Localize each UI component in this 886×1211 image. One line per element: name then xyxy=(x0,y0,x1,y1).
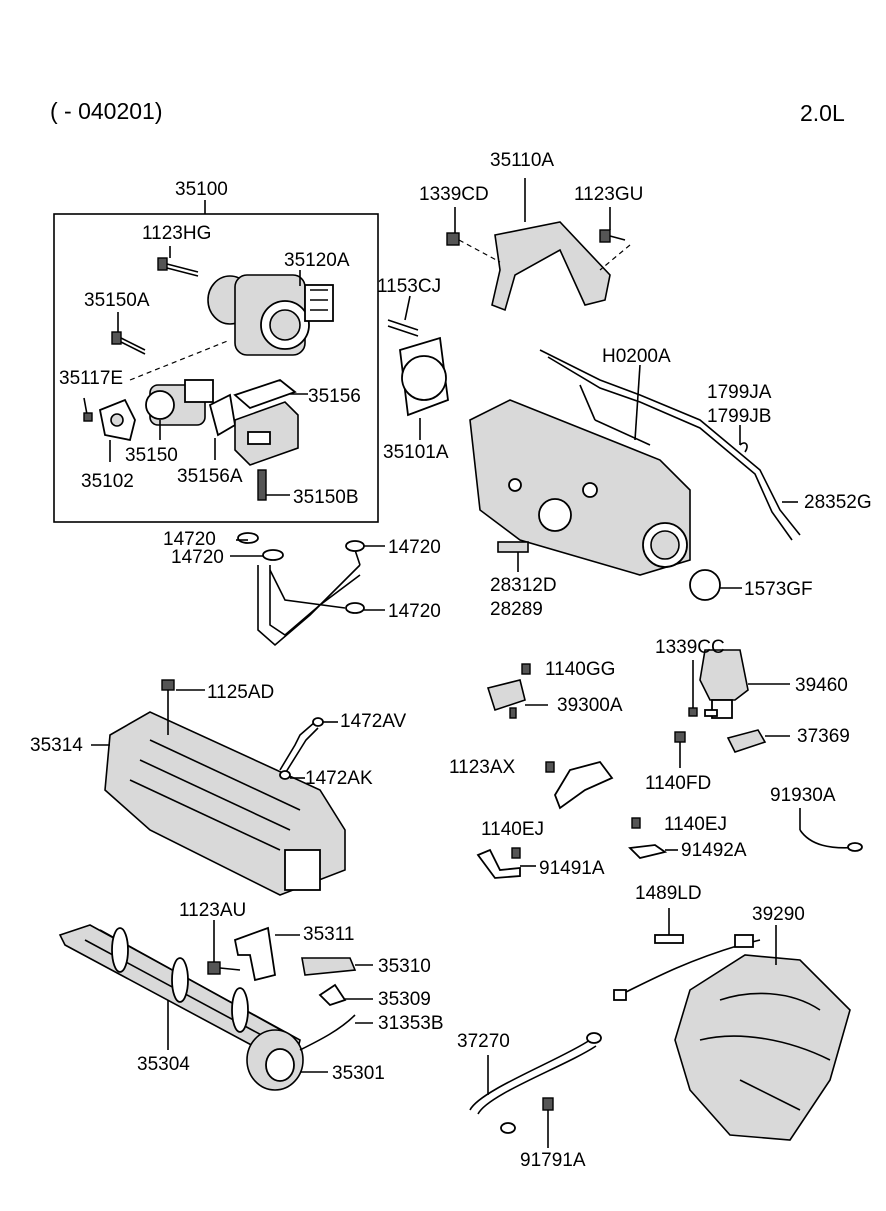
part-label: 35301 xyxy=(332,1063,385,1084)
bolt-1123HG-drawing xyxy=(157,257,199,277)
connector-1489LD-drawing xyxy=(654,934,684,944)
clamp-1799-drawing xyxy=(739,442,748,453)
bracket-91492A-drawing xyxy=(628,844,668,859)
bolt-35150A-drawing xyxy=(111,331,146,355)
part-label: 14720 xyxy=(171,547,224,568)
part-label: 35100 xyxy=(175,179,228,200)
cap-1573GF-drawing xyxy=(689,569,721,601)
part-label: 35117E xyxy=(59,368,124,389)
part-label: 1339CC xyxy=(655,637,725,658)
bracket-1123AX-drawing xyxy=(554,760,614,810)
part-label: 35102 xyxy=(81,471,134,492)
part-label: 28289 xyxy=(490,599,543,620)
idle-actuator-drawing xyxy=(145,379,214,426)
injector-35310-drawing xyxy=(301,957,357,976)
part-label: 35150A xyxy=(84,290,150,311)
part-label: 91791A xyxy=(520,1150,586,1171)
part-label: 39460 xyxy=(795,675,848,696)
part-label: 91491A xyxy=(539,858,605,879)
part-label: 31353B xyxy=(378,1013,444,1034)
bracket-35110A-drawing xyxy=(491,221,611,312)
engine-size-label: 2.0L xyxy=(800,100,845,126)
sensor-39300A-drawing xyxy=(486,679,526,719)
part-label: 39290 xyxy=(752,904,805,925)
part-label: 37270 xyxy=(457,1031,510,1052)
part-label: 28312D xyxy=(490,575,557,596)
part-label: 14720 xyxy=(388,601,441,622)
part-label: 35110A xyxy=(490,150,555,171)
part-label: 37369 xyxy=(797,726,850,747)
wire-harness-39290-drawing xyxy=(619,939,761,996)
gasket-35101A-drawing xyxy=(399,336,449,417)
clip-35309-drawing xyxy=(318,983,347,1007)
solenoid-39460-drawing xyxy=(699,649,749,719)
part-label: 1339CD xyxy=(419,184,489,205)
part-label: 35156A xyxy=(177,466,243,487)
part-label: 1123AX xyxy=(449,757,516,778)
part-label: 1799JB xyxy=(707,406,772,427)
module-35150B-drawing xyxy=(234,401,299,466)
part-label: 1573GF xyxy=(744,579,813,600)
part-label: 35311 xyxy=(303,924,355,945)
part-label: 35101A xyxy=(383,442,449,463)
pipe-1472-drawing xyxy=(279,721,316,771)
part-label: 1153CJ xyxy=(377,276,442,297)
part-label: 14720 xyxy=(388,537,441,558)
fitting-28312D-drawing xyxy=(497,541,529,553)
part-label: 35304 xyxy=(137,1054,190,1075)
part-label: 91930A xyxy=(770,785,836,806)
part-label: 35150 xyxy=(125,445,178,466)
hose-31353B-drawing xyxy=(299,1014,356,1051)
vacuum-hoses-drawing xyxy=(237,532,365,647)
part-label: 1489LD xyxy=(635,883,702,904)
part-label: 28352G xyxy=(804,492,872,513)
part-label: 39300A xyxy=(557,695,623,716)
part-label: 1140EJ xyxy=(664,814,728,835)
battery-cable-37270-drawing xyxy=(469,1039,591,1111)
date-range-label: ( - 040201) xyxy=(50,98,163,124)
part-label: 35156 xyxy=(308,386,361,407)
part-label: 1140FD xyxy=(645,773,712,794)
part-label: 35314 xyxy=(30,735,83,756)
throttle-body-drawing xyxy=(207,274,334,356)
intake-manifold-drawing xyxy=(469,399,691,576)
part-label: 1140EJ xyxy=(481,819,545,840)
part-label: 1472AV xyxy=(340,711,407,732)
part-label: H0200A xyxy=(602,346,671,367)
hose-28352G-drawing xyxy=(539,349,801,536)
part-label: 35120A xyxy=(284,250,350,271)
part-label: 35310 xyxy=(378,956,431,977)
throttle-body-group-box xyxy=(53,213,379,523)
tps-sensor-drawing xyxy=(98,398,136,442)
part-label: 1123GU xyxy=(574,184,644,205)
connector-37369-drawing xyxy=(726,729,767,753)
part-label: 1140GG xyxy=(545,659,616,680)
part-label: 14720 xyxy=(163,529,216,550)
gasket-35156-drawing xyxy=(233,378,297,410)
bracket-91491A-drawing xyxy=(476,848,521,879)
stud-1153CJ-drawing xyxy=(387,319,419,337)
engine-cover-35314-drawing xyxy=(104,711,346,896)
part-label: 1125AD xyxy=(207,682,275,703)
part-label: 1799JA xyxy=(707,382,772,403)
part-label: 35150B xyxy=(293,487,359,508)
part-label: 91492A xyxy=(681,840,747,861)
part-label: 1123HG xyxy=(142,223,212,244)
part-label: 35309 xyxy=(378,989,431,1010)
part-label: 1123AU xyxy=(179,900,247,921)
part-label: 1472AK xyxy=(305,768,373,789)
bracket-35311-drawing xyxy=(233,926,277,982)
